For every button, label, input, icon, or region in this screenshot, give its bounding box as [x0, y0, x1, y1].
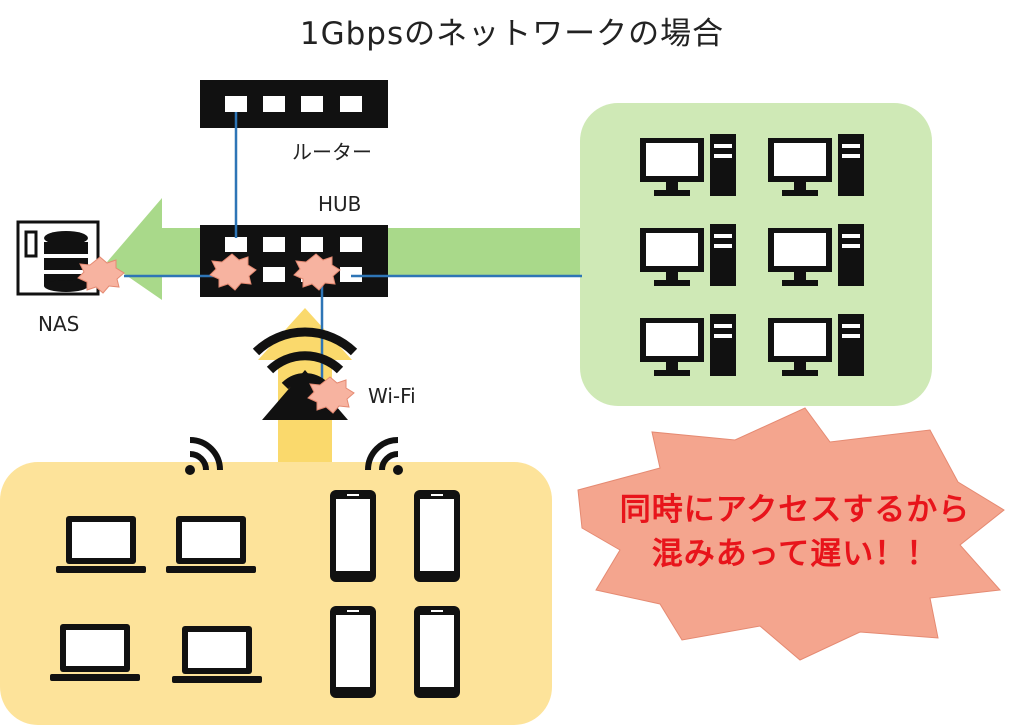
diagram-title: 1Gbpsのネットワークの場合 [299, 16, 725, 52]
hub-label: HUB [318, 192, 362, 216]
router-icon [200, 80, 388, 128]
callout-burst [577, 407, 1005, 661]
wifi-label: Wi-Fi [368, 384, 416, 408]
nas-label: NAS [38, 312, 80, 336]
router-label: ルーター [292, 140, 372, 164]
congestion-callout: 同時にアクセスするから 混みあって遅い！！ [590, 488, 1000, 576]
smartphone-icon [414, 490, 460, 582]
wifi-signal-icon [185, 437, 223, 475]
wireless-device-group [0, 462, 552, 725]
smartphone-icon [330, 606, 376, 698]
smartphone-icon [330, 490, 376, 582]
nas-icon [16, 220, 100, 296]
wifi-signal-icon [365, 437, 403, 475]
callout-line-1: 同時にアクセスするから [619, 492, 971, 528]
wired-pc-group [580, 103, 932, 406]
smartphone-icon [414, 606, 460, 698]
callout-line-2: 混みあって遅い！！ [651, 536, 939, 572]
